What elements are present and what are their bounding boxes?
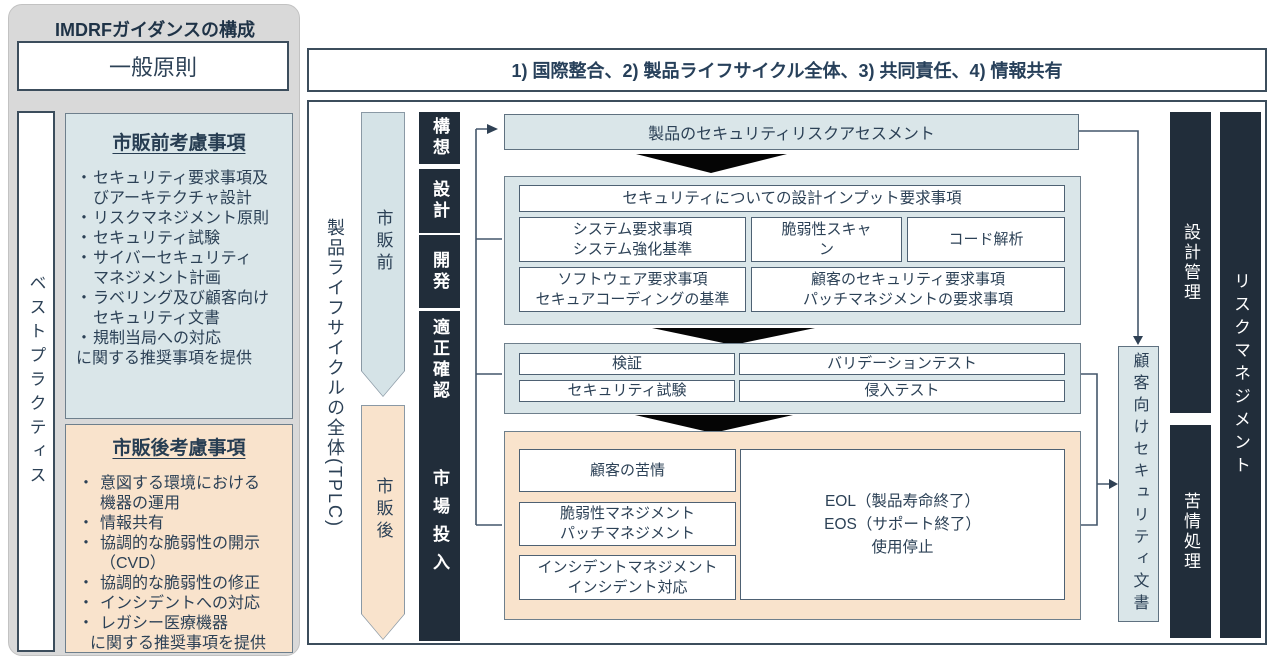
incident-management-box: インシデントマネジメント インシデント対応 [519, 555, 736, 600]
premarket-list-item: セキュリティ試験 [76, 229, 282, 249]
premarket-list-item: 規制当局への対応 [76, 329, 282, 349]
postmarket-phase-arrow: 市販後 [361, 405, 405, 640]
loop-arrowhead-to-risk-assessment [487, 124, 498, 134]
postmarket-list-footer: に関する推奨事項を提供 [90, 635, 267, 652]
premarket-arrow-label: 市販前 [373, 208, 393, 275]
validation-test-box: バリデーションテスト [739, 353, 1065, 375]
premarket-considerations-box: 市販前考慮事項 セキュリティ要求事項及 びアーキテクチャ設計リスクマネジメント原… [65, 113, 293, 419]
design-control-label: 設計管理 [1181, 222, 1200, 303]
eol-eos-box: EOL（製品寿命終了） EOS（サポート終了） 使用停止 [740, 449, 1065, 600]
complaint-handling-label: 苦情処理 [1181, 491, 1200, 572]
best-practices-box: ベストプラクティス [17, 111, 55, 652]
imdrf-guidance-panel: IMDRFガイダンスの構成 一般原則 ベストプラクティス 市販前考慮事項 セキュ… [8, 4, 300, 656]
best-practices-label: ベストプラクティス [26, 273, 46, 490]
premarket-list-item: ラベリング及び顧客向け セキュリティ文書 [76, 289, 282, 329]
stage-concept-box: 構想 [419, 112, 460, 164]
postmarket-list: 意図する環境における 機器の運用情報共有協調的な脆弱性の開示 （CVD）協調的な… [76, 474, 282, 634]
tplc-flow-panel: 製品ライフサイクルの全体(TPLC) 市販前 市販後 構想 設計 開発 適正確認… [307, 100, 1267, 645]
security-test-box: セキュリティ試験 [519, 380, 735, 402]
postmarket-list-item: レガシー医療機器 [76, 614, 282, 634]
stage-design-label: 設計 [430, 180, 449, 222]
premarket-title: 市販前考慮事項 [112, 133, 246, 154]
customer-security-requirements-box: 顧客のセキュリティ要求事項 パッチマネジメントの要求事項 [751, 267, 1065, 312]
verification-container: 検証 バリデーションテスト セキュリティ試験 侵入テスト [504, 343, 1081, 414]
general-principles-box: 一般原則 [17, 41, 289, 91]
design-control-bar: 設計管理 [1170, 112, 1211, 413]
customer-complaints-box: 顧客の苦情 [519, 449, 736, 492]
postmarket-considerations-box: 市販後考慮事項 意図する環境における 機器の運用情報共有協調的な脆弱性の開示 （… [65, 424, 293, 653]
risk-assessment-box: 製品のセキュリティリスクアセスメント [504, 114, 1079, 150]
penetration-test-box: 侵入テスト [739, 380, 1065, 402]
system-requirements-box: システム要求事項 システム強化基準 [519, 217, 746, 262]
premarket-list-footer: に関する推奨事項を提供 [76, 350, 253, 367]
vulnerability-management-box: 脆弱性マネジメント パッチマネジメント [519, 502, 736, 546]
left-panel-title: IMDRFガイダンスの構成 [55, 20, 255, 40]
stage-development-box: 開発 [419, 235, 460, 308]
arrowhead-to-customer-doc-side [1109, 479, 1118, 489]
verification-box: 検証 [519, 353, 735, 375]
risk-management-label: リスクマネジメント [1231, 271, 1250, 479]
premarket-list-item: サイバーセキュリティ マネジメント計画 [76, 249, 282, 289]
stage-design-box: 設計 [419, 169, 460, 233]
tplc-label: 製品ライフサイクルの全体(TPLC) [325, 217, 345, 528]
premarket-list: セキュリティ要求事項及 びアーキテクチャ設計リスクマネジメント原則セキュリティ試… [76, 169, 282, 349]
postmarket-arrow-label: 市販後 [373, 476, 393, 543]
stage-qualification-label: 適正確認 [430, 317, 449, 402]
postmarket-list-item: 意図する環境における 機器の運用 [76, 474, 282, 514]
design-input-title-box: セキュリティについての設計インプット要求事項 [519, 185, 1065, 212]
arrowhead-to-customer-doc-top [1133, 336, 1143, 345]
code-analysis-box: コード解析 [907, 217, 1065, 262]
postmarket-list-item: 情報共有 [76, 514, 282, 534]
postmarket-activities-container: 顧客の苦情 脆弱性マネジメント パッチマネジメント インシデントマネジメント イ… [504, 431, 1081, 620]
postmarket-list-item: 協調的な脆弱性の開示 （CVD） [76, 534, 282, 574]
tplc-label-column: 製品ライフサイクルの全体(TPLC) [313, 102, 357, 643]
customer-security-doc-box: 顧客向けセキュリティ文書 [1118, 346, 1159, 622]
premarket-list-item: リスクマネジメント原則 [76, 209, 282, 229]
postmarket-list-item: インシデントへの対応 [76, 594, 282, 614]
stage-qualification-box: 適正確認 [419, 311, 460, 408]
risk-management-bar: リスクマネジメント [1220, 112, 1261, 638]
complaint-handling-bar: 苦情処理 [1170, 425, 1211, 638]
premarket-phase-arrow: 市販前 [361, 112, 405, 397]
stage-market-launch-box: 市場投入 [419, 408, 460, 641]
principles-header-label: 1) 国際整合、2) 製品ライフサイクル全体、3) 共同責任、4) 情報共有 [511, 61, 1063, 81]
premarket-list-item: セキュリティ要求事項及 びアーキテクチャ設計 [76, 169, 282, 209]
customer-security-doc-label: 顧客向けセキュリティ文書 [1130, 352, 1148, 616]
principles-header: 1) 国際整合、2) 製品ライフサイクル全体、3) 共同責任、4) 情報共有 [307, 48, 1267, 92]
postmarket-list-item: 協調的な脆弱性の修正 [76, 574, 282, 594]
design-input-container: セキュリティについての設計インプット要求事項 システム要求事項 システム強化基準… [504, 176, 1081, 325]
risk-assessment-label: 製品のセキュリティリスクアセスメント [648, 126, 935, 143]
general-principles-label: 一般原則 [108, 55, 197, 80]
stage-market-launch-label: 市場投入 [430, 468, 449, 581]
flow-down-arrow-1 [636, 154, 787, 173]
stage-development-label: 開発 [430, 250, 449, 293]
postmarket-title: 市販後考慮事項 [112, 438, 246, 459]
vulnerability-scan-box: 脆弱性スキャ ン [751, 217, 902, 262]
software-requirements-box: ソフトウェア要求事項 セキュアコーディングの基準 [519, 267, 746, 312]
stage-concept-label: 構想 [430, 117, 449, 159]
